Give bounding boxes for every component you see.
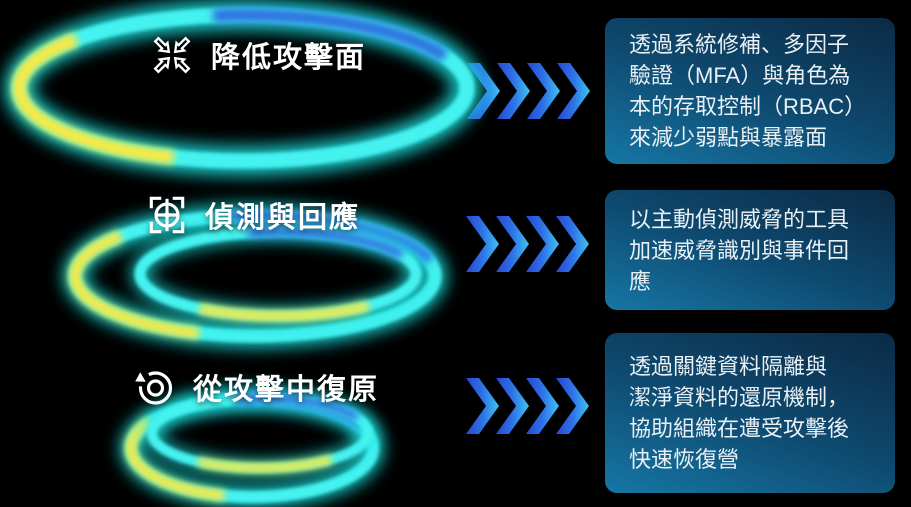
- target-detect-icon: [149, 196, 185, 234]
- compress-arrows-icon: [151, 34, 193, 76]
- restore-icon: [135, 371, 173, 405]
- chevron-arrows-row-2: [466, 216, 589, 272]
- description-text: 透過系統修補、多因子驗證（MFA）與角色為本的存取控制（RBAC）來減少弱點與暴…: [629, 32, 867, 150]
- description-box-reduce-attack-surface: 透過系統修補、多因子驗證（MFA）與角色為本的存取控制（RBAC）來減少弱點與暴…: [605, 18, 895, 164]
- description-box-recover-from-attack: 透過關鍵資料隔離與潔淨資料的還原機制，協助組織在遭受攻擊後快速恢復營: [605, 333, 895, 493]
- chevron-arrows-row-1: [467, 63, 590, 119]
- chevron-arrows-row-3: [466, 378, 589, 434]
- row-title-reduce-attack-surface: 降低攻擊面: [148, 31, 366, 79]
- description-text: 以主動偵測威脅的工具加速威脅識別與事件回應: [629, 206, 850, 294]
- row-title-recover-from-attack: 從攻擊中復原: [132, 364, 379, 410]
- description-box-detect-respond: 以主動偵測威脅的工具加速威脅識別與事件回應: [605, 190, 895, 310]
- row-title-label: 從攻擊中復原: [193, 374, 380, 406]
- description-text: 透過關鍵資料隔離與潔淨資料的還原機制，協助組織在遭受攻擊後快速恢復營: [629, 354, 850, 472]
- ring-row-3: [120, 388, 384, 507]
- row-title-detect-respond: 偵測與回應: [144, 192, 360, 238]
- row-title-label: 降低攻擊面: [211, 42, 367, 74]
- row-title-label: 偵測與回應: [205, 202, 361, 234]
